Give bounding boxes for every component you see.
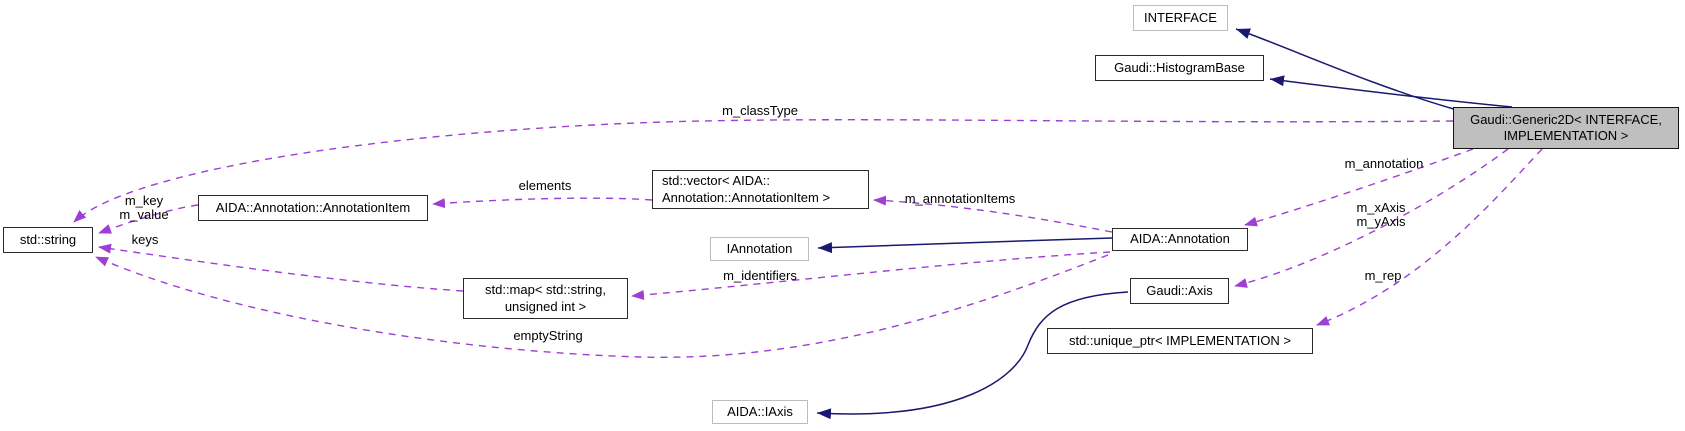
node-iannotation: IAnnotation [710, 237, 809, 261]
edge-m-rep [1316, 148, 1543, 326]
edge-inherit-interface [1235, 28, 1458, 111]
edge-m-key-m-value [98, 204, 199, 234]
edge-inherit-histogrambase [1269, 75, 1513, 108]
edge-label-m-annotation: m_annotation [1344, 155, 1424, 171]
edge-label-m-annotationitems: m_annotationItems [904, 190, 1016, 206]
edge-label-m-key-m-value: m_key m_value [119, 192, 169, 222]
node-aida-annotation[interactable]: AIDA::Annotation [1112, 228, 1248, 251]
edge-label-elements: elements [518, 177, 572, 193]
edge-m-xaxis-m-yaxis [1234, 148, 1509, 288]
node-std-vector-annotationitem[interactable]: std::vector< AIDA:: Annotation::Annotati… [652, 170, 869, 209]
node-std-map[interactable]: std::map< std::string, unsigned int > [463, 278, 628, 319]
edge-emptystring [95, 254, 1109, 359]
edge-m-annotationitems [873, 195, 1113, 233]
edge-m-classtype [73, 119, 1454, 223]
node-gaudi-axis[interactable]: Gaudi::Axis [1130, 278, 1229, 304]
edge-label-emptystring: emptyString [513, 327, 583, 343]
edge-m-identifiers [631, 251, 1111, 300]
node-std-unique-ptr[interactable]: std::unique_ptr< IMPLEMENTATION > [1047, 328, 1313, 354]
edge-label-m-classtype: m_classType [722, 102, 798, 118]
node-std-string[interactable]: std::string [3, 227, 93, 253]
edge-label-keys: keys [131, 231, 159, 247]
edge-label-m-xaxis-m-yaxis: m_xAxis m_yAxis [1356, 199, 1406, 229]
edge-label-m-rep: m_rep [1364, 267, 1402, 283]
node-aida-iaxis: AIDA::IAxis [712, 400, 808, 424]
edge-inherit-iannotation [817, 237, 1113, 254]
edge-elements [432, 197, 653, 209]
edge-m-annotation [1244, 148, 1474, 227]
node-gaudi-histogrambase[interactable]: Gaudi::HistogramBase [1095, 55, 1264, 81]
node-gaudi-generic2d: Gaudi::Generic2D< INTERFACE, IMPLEMENTAT… [1453, 107, 1679, 149]
node-interface: INTERFACE [1133, 5, 1228, 31]
node-aida-annotation-annotationitem[interactable]: AIDA::Annotation::AnnotationItem [198, 195, 428, 221]
edge-keys [98, 243, 464, 292]
edge-inherit-iaxis [816, 291, 1129, 420]
edge-label-m-identifiers: m_identifiers [723, 267, 797, 283]
